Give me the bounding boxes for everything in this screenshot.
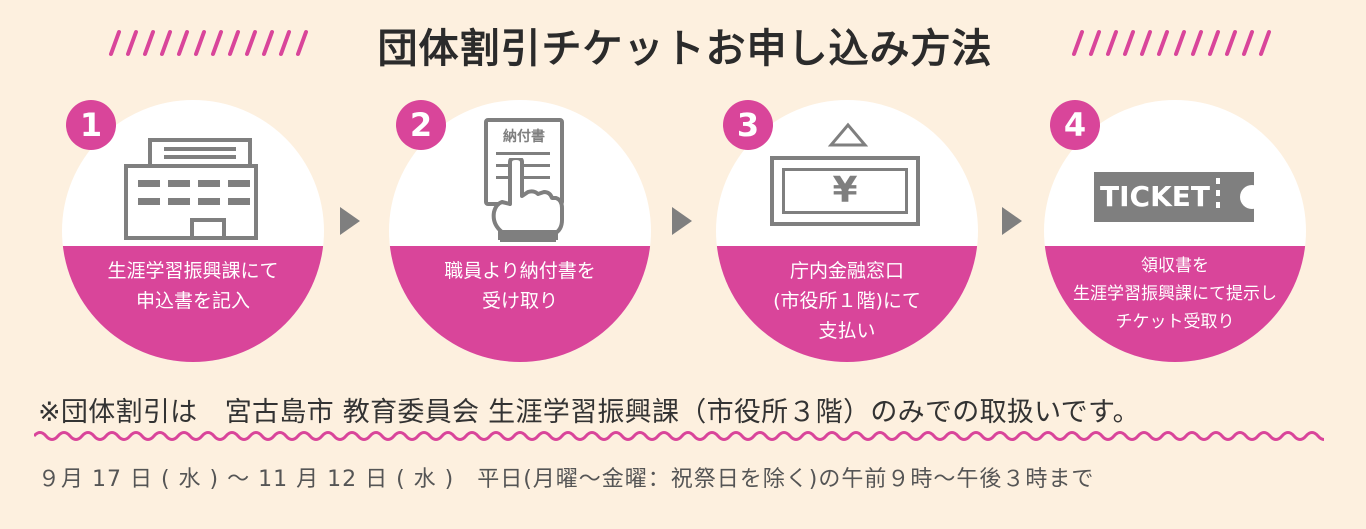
office-building-icon (124, 138, 258, 240)
arrow-right-icon (1002, 207, 1022, 235)
header: 団体割引チケットお申し込み方法 (0, 10, 1366, 80)
step-1-band (62, 246, 324, 362)
application-period-text: ９月 17 日 ( 水 ) ～ 11 月 12 日 ( 水 ) 平日(月曜～金曜… (38, 467, 1095, 492)
wavy-underline (34, 431, 1324, 441)
yen-banknote-icon: ¥ (770, 156, 920, 226)
step-1-caption: 生涯学習振興課にて 申込書を記入 (107, 260, 279, 312)
step-3-band (716, 246, 978, 362)
step-1-circle: 生涯学習振興課にて 申込書を記入 (62, 100, 324, 362)
step-4-caption: 領収書を 生涯学習振興課にて提示し チケット受取り (1073, 256, 1277, 332)
ticket-label: TICKET (1100, 180, 1210, 213)
triangle-up-icon (828, 122, 868, 147)
ticket-icon: TICKET (1094, 172, 1264, 222)
page-title: 団体割引チケットお申し込み方法 (377, 26, 993, 72)
decorative-stripes-right (1072, 30, 1271, 56)
arrow-right-icon (672, 207, 692, 235)
step-4-number-badge: 4 (1050, 100, 1100, 150)
step-4-circle: TICKET 領収書を 生涯学習振興課にて提示し チケット受取り (1044, 100, 1306, 362)
step-3-number-badge: 3 (723, 100, 773, 150)
step-1-number-badge: 1 (66, 100, 116, 150)
step-3-caption: 庁内金融窓口 (市役所１階)にて 支払い (773, 260, 921, 342)
notice-text: ※団体割引は 宮古島市 教育委員会 生涯学習振興課（市役所３階）のみでの取扱いで… (38, 397, 1140, 428)
payment-slip-label: 納付書 (503, 129, 545, 145)
step-2-caption: 職員より納付書を 受け取り (444, 260, 596, 312)
yen-symbol: ¥ (832, 170, 858, 211)
decorative-stripes-left (109, 30, 308, 56)
step-4-band (1044, 246, 1306, 362)
step-2-band (389, 246, 651, 362)
payment-slip-hand-icon: 納付書 (484, 118, 564, 242)
arrow-right-icon (340, 207, 360, 235)
step-2-number-badge: 2 (396, 100, 446, 150)
